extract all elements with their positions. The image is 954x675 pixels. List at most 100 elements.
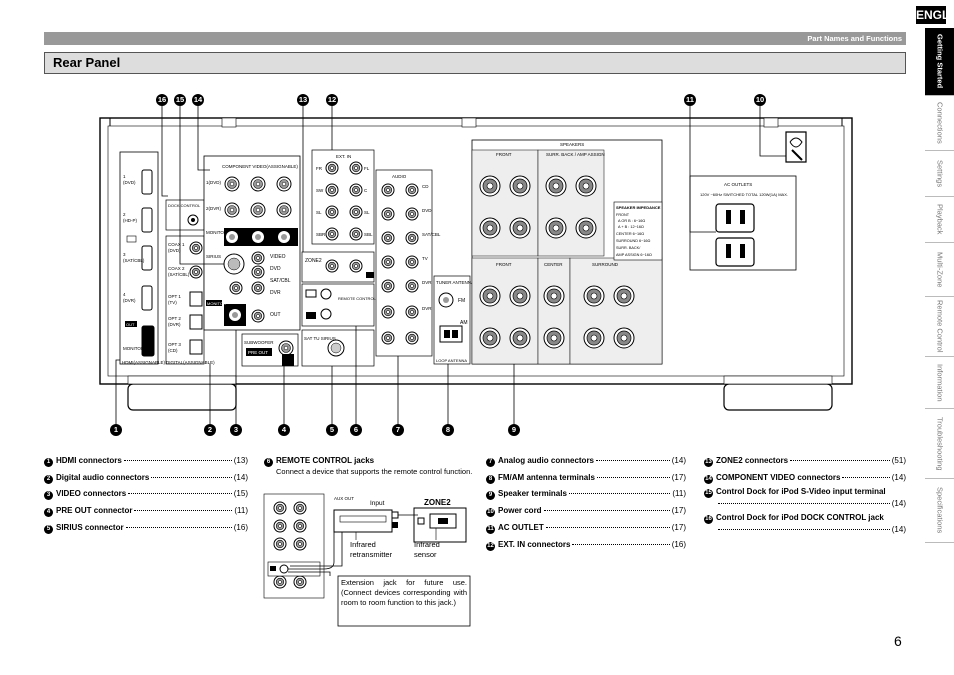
svg-text:SBR: SBR <box>316 232 326 237</box>
callout-16: 16 <box>156 94 168 106</box>
callout-9: 9 <box>508 424 520 436</box>
page-title: Rear Panel <box>44 52 906 74</box>
svg-text:SURR. BACK / AMP ASSIGN: SURR. BACK / AMP ASSIGN <box>546 152 605 157</box>
callout-1: 1 <box>110 424 122 436</box>
callout-14: 14 <box>192 94 204 106</box>
svg-text:OPT 2: OPT 2 <box>168 316 181 321</box>
svg-text:SURROUND: SURROUND <box>592 262 619 267</box>
svg-text:A OR B : 6~16Ω: A OR B : 6~16Ω <box>618 219 645 223</box>
svg-text:Input: Input <box>370 500 385 507</box>
svg-text:OUT: OUT <box>270 312 281 318</box>
svg-text:PRE OUT: PRE OUT <box>248 350 268 355</box>
svg-text:OPT 1: OPT 1 <box>168 294 181 299</box>
svg-text:SBL: SBL <box>364 232 373 237</box>
sidebar-item-getting-started[interactable]: Getting Started <box>925 28 954 96</box>
svg-text:DOCK CONTROL: DOCK CONTROL <box>168 203 201 208</box>
callout-13: 13 <box>297 94 309 106</box>
callout-5: 5 <box>326 424 338 436</box>
callout-8: 8 <box>442 424 454 436</box>
svg-text:EXT. IN: EXT. IN <box>336 154 351 159</box>
sidebar-item-remote-control[interactable]: Remote Control <box>925 297 954 357</box>
ir-transmitter-label: Infrared retransmitter <box>350 540 393 559</box>
svg-text:SPEAKER IMPEDANCE: SPEAKER IMPEDANCE <box>616 205 661 210</box>
sidebar-item-multi-zone[interactable]: Multi-Zone <box>925 243 954 297</box>
callout-10: 10 <box>754 94 766 106</box>
svg-text:ZONE2: ZONE2 <box>305 258 322 264</box>
svg-text:SIRIUS: SIRIUS <box>206 254 221 259</box>
svg-text:SL: SL <box>316 210 322 215</box>
svg-text:FR: FR <box>316 166 323 171</box>
sidebar-item-information[interactable]: Information <box>925 357 954 409</box>
svg-text:MONITOR: MONITOR <box>207 301 226 306</box>
callout-6: 6 <box>350 424 362 436</box>
svg-text:A + B : 12~16Ω: A + B : 12~16Ω <box>618 225 644 229</box>
svg-text:(SAT/CBL): (SAT/CBL) <box>123 258 145 263</box>
svg-text:4: 4 <box>123 292 126 297</box>
svg-text:MONITOR: MONITOR <box>123 346 145 351</box>
svg-text:(TV): (TV) <box>168 300 177 305</box>
callout-2: 2 <box>204 424 216 436</box>
svg-text:AUX OUT: AUX OUT <box>334 496 354 501</box>
svg-text:2: 2 <box>123 212 126 217</box>
svg-text:OPT 3: OPT 3 <box>168 342 181 347</box>
sidebar-item-connections[interactable]: Connections <box>925 96 954 151</box>
svg-text:(DVD): (DVD) <box>123 180 136 185</box>
callout-7: 7 <box>392 424 404 436</box>
sidebar-item-settings[interactable]: Settings <box>925 151 954 197</box>
svg-text:DVD: DVD <box>422 208 432 213</box>
callout-12: 12 <box>326 94 338 106</box>
svg-text:FL: FL <box>364 166 370 171</box>
svg-text:2(DVR): 2(DVR) <box>206 206 222 211</box>
svg-text:DVR: DVR <box>422 280 432 285</box>
svg-text:FM: FM <box>458 298 465 304</box>
language-tab: ENGLISH <box>916 6 954 24</box>
sidebar-item-specifications[interactable]: Specifications <box>925 479 954 543</box>
svg-text:FRONT: FRONT <box>616 213 630 217</box>
svg-text:SAT/CBL: SAT/CBL <box>270 278 291 284</box>
remote-note: Connect a device that supports the remot… <box>276 467 473 476</box>
svg-text:AC OUTLETS: AC OUTLETS <box>724 182 752 187</box>
svg-text:SAT TU SIRIUS: SAT TU SIRIUS <box>304 336 336 341</box>
svg-text:120V ~60Hz SWITCHED TOTAL 120W: 120V ~60Hz SWITCHED TOTAL 120W(1A) MAX. <box>700 192 788 197</box>
callout-15: 15 <box>174 94 186 106</box>
svg-text:1(DVD): 1(DVD) <box>206 180 222 185</box>
svg-text:DVR: DVR <box>422 306 432 311</box>
svg-text:REMOTE CONTROL ROOM TO ROOM: REMOTE CONTROL ROOM TO ROOM <box>338 296 409 301</box>
svg-text:TUNER ANTENNA: TUNER ANTENNA <box>436 280 474 285</box>
extension-note: Extension jack for future use. (Connect … <box>341 578 467 607</box>
page-number: 6 <box>894 633 902 649</box>
svg-text:FRONT: FRONT <box>496 152 512 157</box>
svg-text:SAT/CBL: SAT/CBL <box>422 232 441 237</box>
svg-text:(HD-P): (HD-P) <box>123 218 137 223</box>
svg-text:COAX 1: COAX 1 <box>168 242 185 247</box>
svg-text:C: C <box>364 188 368 193</box>
svg-text:VIDEO: VIDEO <box>270 254 286 260</box>
svg-text:DVR: DVR <box>270 290 281 296</box>
svg-text:(CD): (CD) <box>168 348 178 353</box>
svg-text:TV: TV <box>422 256 428 261</box>
svg-text:(DVR): (DVR) <box>123 298 136 303</box>
callout-4: 4 <box>278 424 290 436</box>
svg-text:FRONT: FRONT <box>496 262 512 267</box>
svg-text:LOOP ANTENNA: LOOP ANTENNA <box>436 358 467 363</box>
svg-text:(DVD): (DVD) <box>168 248 181 253</box>
callout-3: 3 <box>230 424 242 436</box>
svg-text:AMP ASSIGN 6~16Ω: AMP ASSIGN 6~16Ω <box>616 253 652 257</box>
svg-text:SURR. BACK/: SURR. BACK/ <box>616 246 641 250</box>
svg-text:CENTER: CENTER <box>544 262 563 267</box>
sidebar-item-playback[interactable]: Playback <box>925 197 954 243</box>
svg-text:DVD: DVD <box>270 266 281 272</box>
svg-text:3: 3 <box>123 252 126 257</box>
sidebar-item-troubleshooting[interactable]: Troubleshooting <box>925 409 954 479</box>
